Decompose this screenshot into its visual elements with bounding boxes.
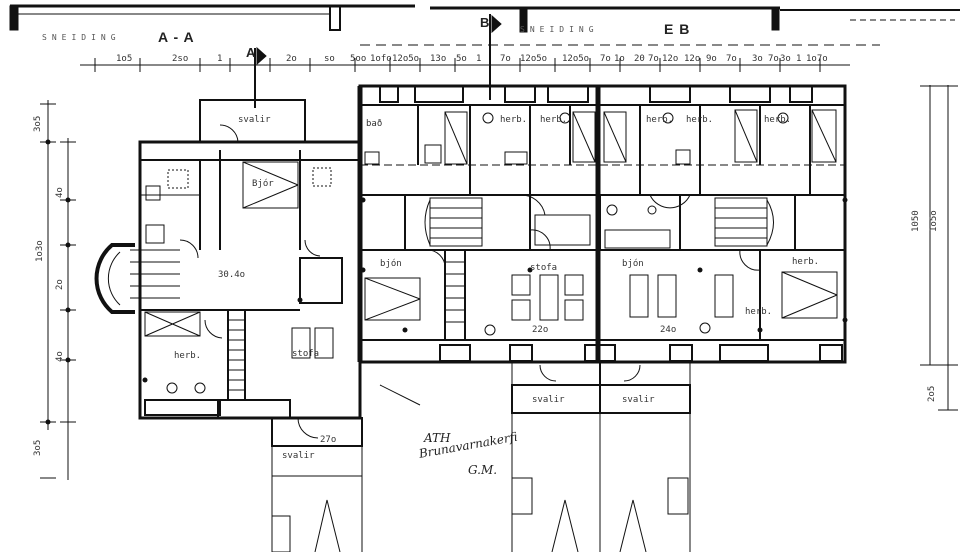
- left-dim-2: 1o3o: [35, 240, 45, 262]
- section-line-label-left: SNEIDING: [42, 33, 121, 42]
- top-dim-21: 9o: [706, 54, 717, 64]
- handwritten-note-line-1: ATH: [424, 431, 451, 445]
- section-b-marker: B: [480, 15, 490, 30]
- room-label-svalir-bottom-1: svalir: [532, 395, 565, 405]
- top-dim-8: 12o5o: [392, 54, 420, 64]
- top-dim-20: 12o: [684, 54, 701, 64]
- dim-label-22o: 22o: [532, 325, 549, 335]
- top-dim-7: 1ofo: [370, 54, 392, 64]
- top-dim-13: 12o5o: [520, 54, 548, 64]
- room-label-herb-5: herb.: [764, 115, 792, 125]
- top-dim-12: 7o: [500, 54, 511, 64]
- room-label-svalir-bottom-2: svalir: [622, 395, 655, 405]
- room-label-herb-2: herb.: [540, 115, 568, 125]
- dim-label-24o: 24o: [660, 325, 677, 335]
- room-label-herb-lower-left: herb.: [745, 307, 773, 317]
- room-label-herb-1: herb.: [500, 115, 528, 125]
- room-label-svalir-bottom-left: svalir: [282, 451, 315, 461]
- room-label-herb-6: herb.: [174, 351, 202, 361]
- top-dim-4: 2o: [286, 54, 297, 64]
- top-dim-5: so: [324, 54, 335, 64]
- left-dim-6: 3o5: [33, 439, 43, 456]
- top-dim-15: 7o: [600, 54, 611, 64]
- left-dim-4: 2o: [55, 279, 65, 290]
- top-dim-27: 1o7o: [806, 54, 828, 64]
- left-dim-1: 3o5: [33, 115, 43, 132]
- top-dim-6: 5oo: [350, 54, 367, 64]
- room-label-gang: 30.4o: [218, 270, 246, 280]
- room-label-bad: bað: [366, 119, 383, 129]
- section-line-label-right: SNEIDING: [520, 25, 599, 34]
- top-dim-3: 1: [217, 54, 223, 64]
- section-a-marker: A: [246, 45, 256, 60]
- dim-label-27o: 27o: [320, 435, 337, 445]
- right-dim-2: 1o5o: [929, 210, 939, 232]
- top-dim-25: 3o: [780, 54, 791, 64]
- top-dim-24: 7o: [768, 54, 779, 64]
- room-label-herb-3: herb.: [646, 115, 674, 125]
- room-label-herb-4: herb.: [686, 115, 714, 125]
- room-label-bjon-mid: bjón: [622, 259, 644, 269]
- top-dim-10: 5o: [456, 54, 467, 64]
- room-label-herb-lower-right: herb.: [792, 257, 820, 267]
- top-dim-18: 7o: [648, 54, 659, 64]
- top-dim-22: 7o: [726, 54, 737, 64]
- top-dim-1: 1o5: [116, 54, 133, 64]
- room-label-bjor: Bjór: [252, 179, 274, 189]
- room-label-stofa-left: stofa: [530, 263, 558, 273]
- section-a-label: A - A: [158, 29, 195, 45]
- top-dim-16: 1o: [614, 54, 625, 64]
- left-dim-5: 4o: [55, 351, 65, 362]
- top-dim-2: 2so: [172, 54, 189, 64]
- right-dim-1: 1050: [911, 210, 921, 232]
- top-dim-19: 12o: [662, 54, 679, 64]
- top-dim-11: 1: [476, 54, 482, 64]
- handwritten-note-line-3: G.M.: [468, 463, 498, 477]
- top-dim-14: 12o5o: [562, 54, 590, 64]
- section-b-label: E B: [664, 21, 691, 37]
- top-dim-23: 3o: [752, 54, 763, 64]
- room-label-svalir-top: svalir: [238, 115, 271, 125]
- left-dim-3: 4o: [55, 187, 65, 198]
- top-dim-26: 1: [796, 54, 802, 64]
- room-label-bjon-left: bjón: [380, 259, 402, 269]
- right-dim-3: 2o5: [927, 385, 937, 402]
- room-label-stofa-right: stofa: [292, 349, 320, 359]
- top-dim-17: 20: [634, 54, 645, 64]
- top-dim-9: 13o: [430, 54, 447, 64]
